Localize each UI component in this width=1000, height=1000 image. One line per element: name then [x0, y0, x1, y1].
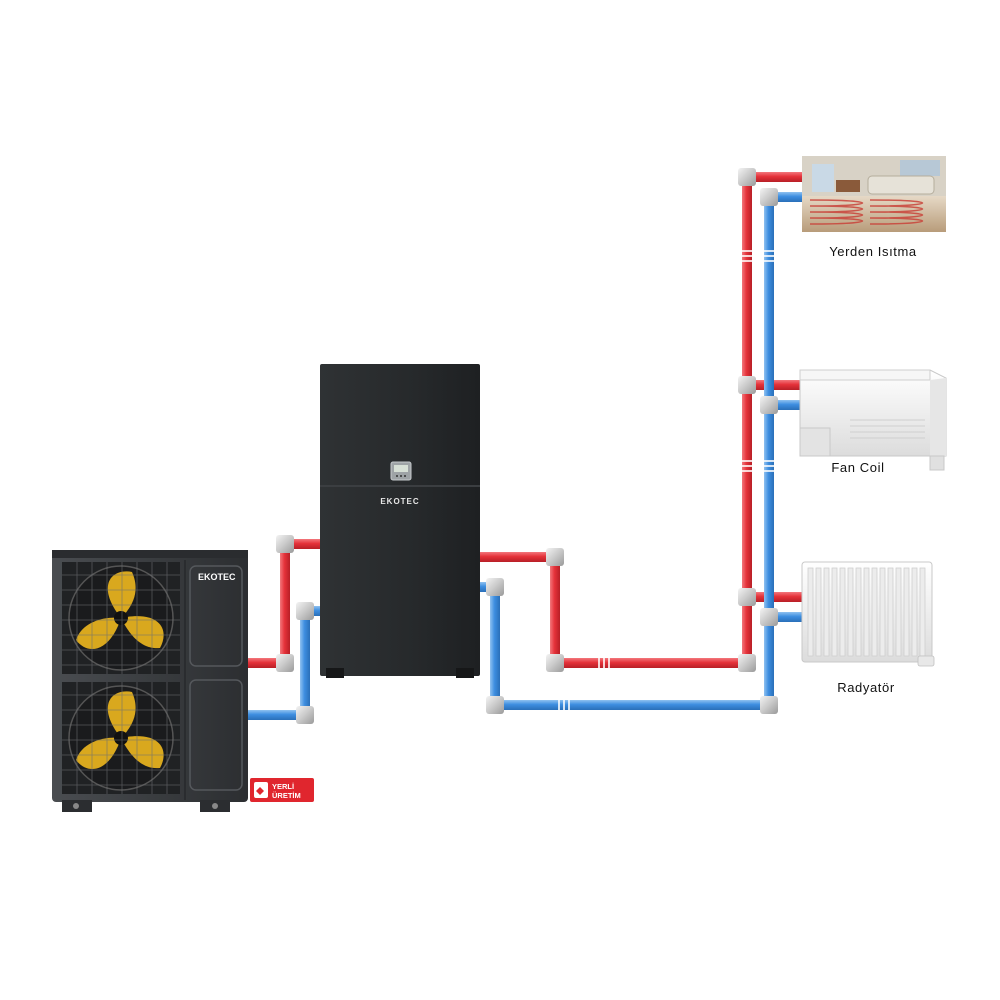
- pipe-network: [247, 168, 802, 724]
- indoor-hydro-unit: EKOTEC: [320, 364, 480, 678]
- radiator-image: [801, 561, 935, 667]
- label-floor-heating: Yerden Isıtma: [829, 244, 917, 259]
- indoor-brand-label: EKOTEC: [380, 497, 419, 506]
- label-fan-coil: Fan Coil: [831, 460, 884, 475]
- outdoor-heat-pump-unit: EKOTEC: [52, 550, 248, 812]
- fan-coil-image: [799, 369, 947, 471]
- badge-line-1: YERLİ: [272, 782, 294, 791]
- supply-pipe-outdoor-indoor: [247, 535, 320, 672]
- label-radiator: Radyatör: [837, 680, 895, 695]
- fan-top: [62, 562, 180, 674]
- floor-heating-image: [802, 156, 946, 232]
- pipe-couplings: [558, 250, 774, 710]
- badge-line-2: ÜRETİM: [272, 791, 301, 800]
- supply-pipe-distribution: [480, 168, 802, 672]
- return-pipe-distribution: [480, 188, 802, 714]
- local-production-badge: YERLİ ÜRETİM: [250, 778, 314, 802]
- outdoor-brand-label: EKOTEC: [198, 572, 236, 582]
- fan-bottom: [62, 682, 180, 794]
- return-pipe-outdoor-indoor: [247, 602, 322, 724]
